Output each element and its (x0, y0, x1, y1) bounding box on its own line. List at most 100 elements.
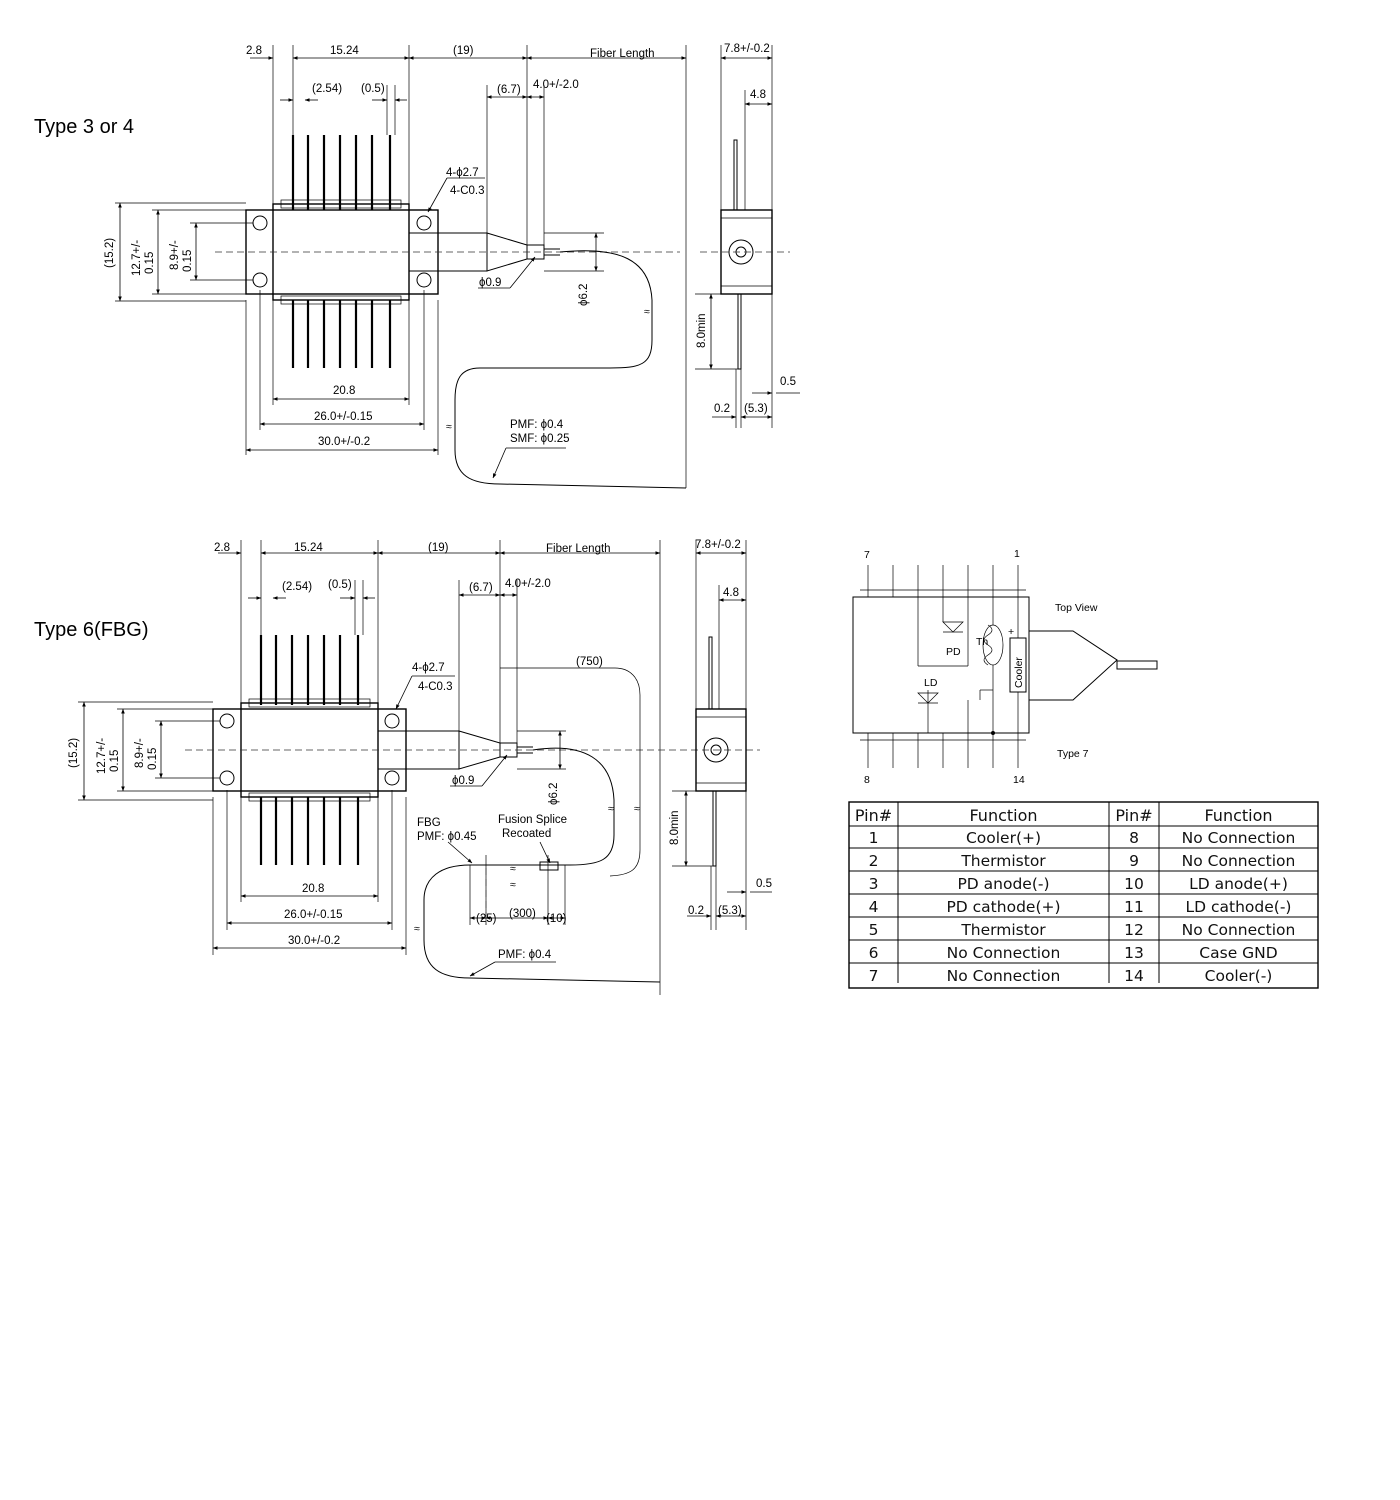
dim-4-phi-2-7: 4-ϕ2.7 (412, 662, 445, 674)
dim-30: 30.0+/-0.2 (288, 935, 340, 947)
dim-5-3: (5.3) (718, 905, 742, 917)
top-dim-lines (250, 56, 687, 102)
fiber-route: ≈ ≈ (446, 250, 687, 489)
table-cell: Cooler(-) (1205, 967, 1273, 985)
pins-bottom (259, 797, 360, 865)
package-body (215, 199, 680, 305)
pin14-label: 14 (1013, 774, 1025, 786)
dim-25: (25) (476, 913, 497, 925)
table-cell: Case GND (1199, 944, 1277, 962)
dim-26: 26.0+/-0.15 (314, 411, 373, 423)
table-cell: No Connection (1182, 921, 1296, 939)
svg-text:≈: ≈ (414, 923, 420, 935)
table-cell: 11 (1124, 898, 1144, 916)
top-view-label: Top View (1055, 602, 1098, 614)
left-dims (115, 202, 253, 302)
dim-0-5-side: 0.5 (756, 878, 772, 890)
dim-8min: 8.0min (696, 313, 708, 348)
pins-top (291, 135, 392, 210)
dim-8min: 8.0min (669, 810, 681, 845)
svg-text:≈: ≈ (608, 803, 614, 815)
table-cell: 10 (1124, 875, 1144, 893)
pins-bottom (291, 300, 392, 368)
dim-15-2: (15.2) (68, 738, 80, 768)
table-cell: No Connection (1182, 829, 1296, 847)
dim-0-5-side: 0.5 (780, 376, 796, 388)
table-cell: 9 (1129, 852, 1139, 870)
ld-label: LD (924, 677, 938, 689)
table-cell: 3 (869, 875, 879, 893)
fiber-route: ≈ ≈ ≈ ≈ ≈ (414, 667, 661, 983)
svg-text:≈: ≈ (510, 863, 516, 875)
pd-label: PD (946, 646, 961, 658)
pin8-label: 8 (864, 774, 870, 786)
svg-text:≈: ≈ (446, 421, 452, 433)
table-cell: 6 (869, 944, 879, 962)
schematic-fiber (1029, 630, 1158, 701)
pin7-label: 7 (864, 549, 870, 561)
type7-label: Type 7 (1057, 748, 1089, 760)
dim-12-7: 12.7+/- (131, 240, 143, 276)
recoated-label: Recoated (502, 828, 551, 840)
drawing-type3-4: Type 3 or 4 2.8 15.24 ( (34, 43, 800, 489)
schematic-pins-bottom (860, 733, 1026, 768)
plus-label: + (1008, 626, 1014, 638)
dim-4-8: 4.8 (723, 587, 739, 599)
table-header-cell: Pin# (855, 806, 892, 825)
table-cell: 7 (869, 967, 879, 985)
table-cell: 13 (1124, 944, 1144, 962)
dim-8-9: 8.9+/- (169, 240, 181, 270)
dim-5-3: (5.3) (744, 403, 768, 415)
schematic-pins-top (860, 565, 1026, 597)
schematic-outline (852, 596, 1030, 734)
table-cell: Thermistor (960, 852, 1046, 870)
dim-12-7: 12.7+/- (96, 738, 108, 774)
table-cell: Cooler(+) (966, 829, 1041, 847)
table-cell: No Connection (947, 967, 1061, 985)
table-cell: PD anode(-) (957, 875, 1049, 893)
callouts (395, 675, 566, 977)
pins-top (259, 635, 360, 705)
dim-7-8: 7.8+/-0.2 (695, 539, 741, 551)
dim-phi-6-2: ϕ6.2 (578, 284, 590, 306)
dim-19: (19) (453, 45, 474, 57)
svg-text:≈: ≈ (644, 306, 650, 318)
dim-2-8: 2.8 (214, 542, 230, 554)
table-cell: 1 (869, 829, 879, 847)
dim-7-8: 7.8+/-0.2 (724, 43, 770, 55)
side-view (672, 540, 772, 930)
table-cell: 14 (1124, 967, 1144, 985)
dim-12-7-tol: 0.15 (144, 252, 156, 274)
table-header-cell: Function (1204, 806, 1272, 825)
dim-8-9-tol: 0.15 (182, 250, 194, 272)
bottom-dims (245, 290, 439, 455)
dim-12-7-tol: 0.15 (109, 750, 121, 772)
pin1-label: 1 (1014, 548, 1020, 560)
dim-15-24: 15.24 (330, 45, 359, 57)
fbg-pmf-label: PMF: ϕ0.45 (417, 831, 477, 843)
cooler-element (1009, 637, 1027, 693)
dim-20-8: 20.8 (333, 385, 355, 397)
type3-4-title: Type 3 or 4 (34, 116, 134, 138)
table-cell: 5 (869, 921, 879, 939)
pmf-label: PMF: ϕ0.4 (510, 419, 564, 431)
fbg-label: FBG (417, 817, 441, 829)
side-view (695, 45, 800, 428)
dim-2-8: 2.8 (246, 45, 262, 57)
package-body (185, 698, 760, 802)
table-cell: No Connection (1182, 852, 1296, 870)
dim-0-5: (0.5) (361, 83, 385, 95)
dim-2-54: (2.54) (312, 83, 342, 95)
dim-8-9: 8.9+/- (134, 738, 146, 768)
th-label: Th (976, 636, 988, 648)
dim-4-0: 4.0+/-2.0 (533, 79, 579, 91)
dim-phi-0-9: ϕ0.9 (452, 775, 474, 787)
dim-26: 26.0+/-0.15 (284, 909, 343, 921)
dim-phi-6-2: ϕ6.2 (548, 783, 560, 805)
dim-20-8: 20.8 (302, 883, 324, 895)
svg-text:≈: ≈ (510, 879, 516, 891)
top-dim-lines (218, 551, 661, 600)
top-extension-lines (240, 540, 661, 995)
dim-4-8: 4.8 (750, 89, 766, 101)
